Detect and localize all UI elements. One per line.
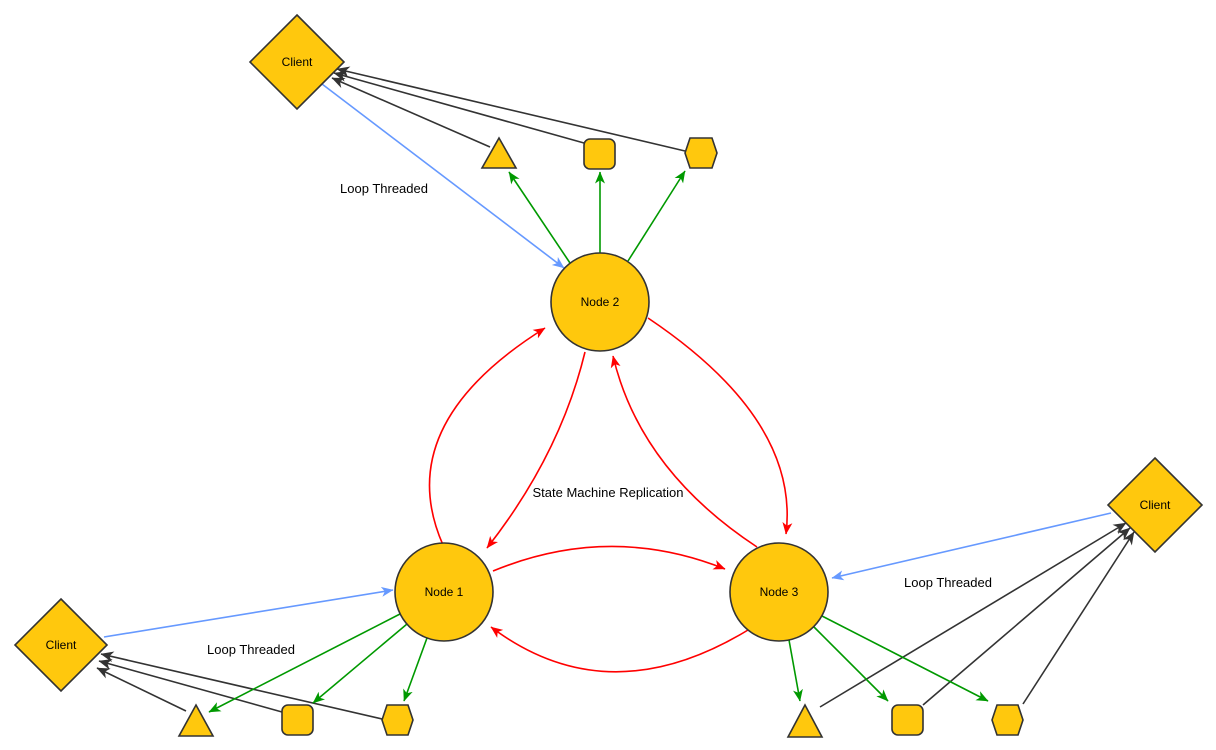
node2-circle[interactable]: [550, 252, 650, 352]
edge-dispatch-node1-to-triangle[interactable]: [208, 613, 401, 713]
edge-replication-node3-to-node1[interactable]: [490, 626, 749, 673]
worker-hexagon-bottom-left[interactable]: [381, 704, 414, 736]
edge-replication-node2-to-node1[interactable]: [486, 351, 586, 549]
loop-threaded-label-top: Loop Threaded: [340, 181, 428, 196]
edge-reply-triangle-bottom-left-to-client[interactable]: [96, 667, 187, 712]
node2-label: Node 2: [581, 295, 620, 309]
edge-dispatch-node1-to-hexagon[interactable]: [403, 637, 428, 702]
edge-loop-client-top-to-node2[interactable]: [321, 83, 565, 269]
edge-dispatch-node2-to-hexagon[interactable]: [627, 170, 686, 262]
edge-replication-node1-to-node2[interactable]: [428, 327, 546, 546]
loop-threaded-label-right: Loop Threaded: [904, 575, 992, 590]
node3-label: Node 3: [760, 585, 799, 599]
client-diamond-right[interactable]: [1106, 456, 1204, 554]
worker-triangle-top[interactable]: [480, 136, 518, 169]
dispatch-edges: [208, 170, 989, 713]
edge-loop-client-right-to-node3[interactable]: [831, 512, 1112, 581]
client-label-right: Client: [1140, 498, 1171, 512]
worker-square-top[interactable]: [583, 138, 616, 170]
client-label-bottom-left: Client: [46, 638, 77, 652]
edge-dispatch-node1-to-square[interactable]: [312, 623, 408, 704]
worker-triangle-bottom-right[interactable]: [786, 703, 824, 738]
client-diamond-top[interactable]: [248, 13, 346, 111]
worker-shapes: [177, 136, 1024, 738]
node1-circle[interactable]: [394, 542, 494, 642]
edge-dispatch-node2-to-triangle[interactable]: [508, 171, 571, 264]
worker-hexagon-bottom-right[interactable]: [991, 704, 1024, 736]
edge-reply-hexagon-bottom-right-to-client[interactable]: [1022, 531, 1135, 705]
state-machine-replication-label: State Machine Replication: [532, 485, 683, 500]
edge-reply-square-top-to-client[interactable]: [333, 71, 585, 144]
edge-reply-square-bottom-left-to-client[interactable]: [98, 659, 283, 713]
edge-reply-square-bottom-right-to-client[interactable]: [922, 527, 1131, 706]
worker-square-bottom-left[interactable]: [281, 704, 314, 736]
replica-nodes: [394, 252, 829, 642]
replication-edges: [428, 317, 793, 673]
client-label-top: Client: [282, 55, 313, 69]
edge-replication-node3-to-node2[interactable]: [610, 355, 758, 548]
node3-circle[interactable]: [729, 542, 829, 642]
edge-replication-node2-to-node3[interactable]: [647, 317, 793, 535]
edge-reply-hexagon-top-to-client[interactable]: [336, 66, 686, 152]
worker-triangle-bottom-left[interactable]: [177, 703, 215, 737]
worker-square-bottom-right[interactable]: [891, 704, 924, 736]
node1-label: Node 1: [425, 585, 464, 599]
worker-hexagon-top[interactable]: [684, 137, 718, 169]
loop-threaded-label-bottom-left: Loop Threaded: [207, 642, 295, 657]
reply-edges: [96, 66, 1135, 720]
edge-replication-node1-to-node3[interactable]: [492, 545, 726, 572]
client-nodes: [13, 13, 1204, 693]
edge-loop-client-bottom-left-to-node1[interactable]: [103, 586, 394, 638]
labels: Client Client Client Node 2 Node 1 Node …: [46, 55, 1171, 657]
edge-dispatch-node3-to-square[interactable]: [813, 626, 889, 702]
edge-dispatch-node3-to-hexagon[interactable]: [821, 615, 989, 702]
edge-reply-triangle-top-to-client[interactable]: [331, 77, 491, 148]
loop-threaded-edges: [103, 83, 1112, 638]
edge-reply-triangle-bottom-right-to-client[interactable]: [819, 522, 1127, 708]
edge-reply-hexagon-bottom-left-to-client[interactable]: [100, 651, 383, 720]
client-diamond-bottom-left[interactable]: [13, 597, 109, 693]
edge-dispatch-node3-to-triangle[interactable]: [788, 639, 803, 702]
